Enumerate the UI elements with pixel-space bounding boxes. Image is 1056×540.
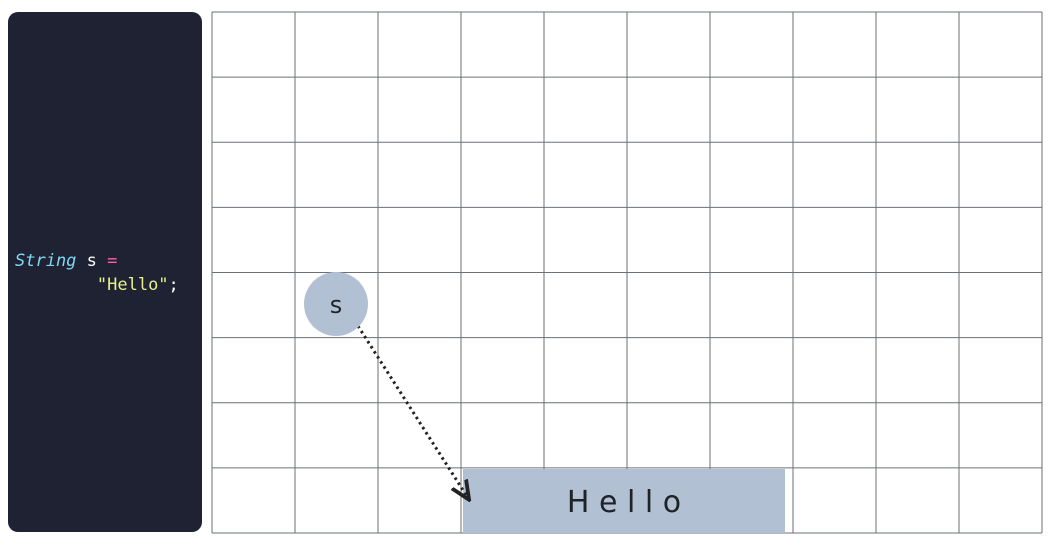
string-object-box xyxy=(463,469,785,533)
string-object-text: H e l l o xyxy=(567,485,681,520)
code-type-keyword: String xyxy=(15,251,77,271)
code-assign-operator: = xyxy=(107,251,118,271)
code-semicolon: ; xyxy=(168,275,179,295)
code-string-literal: "Hello" xyxy=(96,275,169,295)
code-variable-name: s xyxy=(86,251,97,271)
memory-grid xyxy=(211,11,1043,534)
variable-s-label: s xyxy=(330,291,343,319)
code-panel: String s = "Hello"; xyxy=(8,12,202,532)
variable-s-circle xyxy=(304,272,368,336)
reference-pointer-arrow xyxy=(356,325,468,498)
code-snippet: String s = "Hello"; xyxy=(15,249,179,297)
